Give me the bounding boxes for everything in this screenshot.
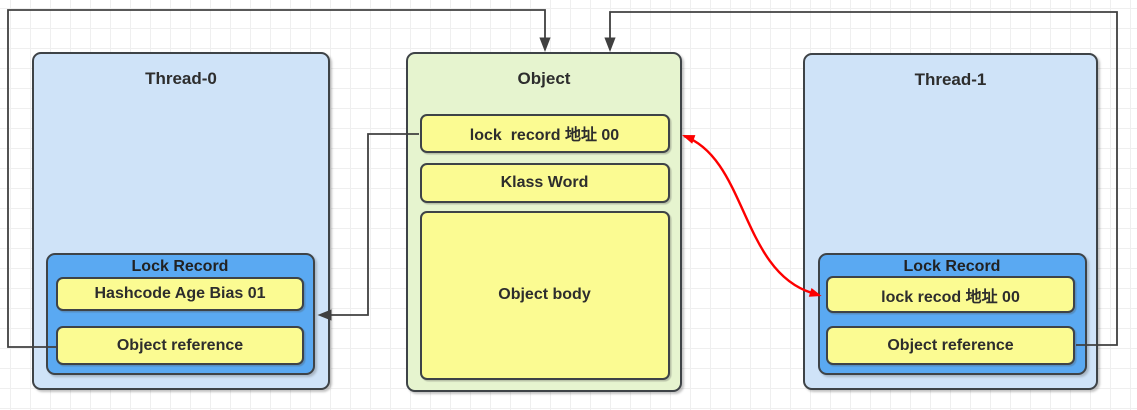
thread0-lock-record-box: Lock Record Hashcode Age Bias 01 Object … (45, 252, 315, 375)
object-box: Object lock record 地址 00 Klass Word Obje… (406, 52, 682, 392)
thread1-mark-word-cell: lock recod 地址 00 (826, 276, 1075, 313)
object-title: Object (517, 69, 571, 88)
object-klass-word-cell: Klass Word (419, 162, 670, 203)
thread0-title: Thread-0 (145, 69, 217, 88)
thread1-lock-record-box: Lock Record lock recod 地址 00 Object refe… (817, 252, 1087, 375)
arrow-down-into-object-left-icon (539, 37, 551, 52)
red-connector-object-to-thread1-lockrecord (682, 134, 822, 297)
arrow-down-into-object-right-icon (604, 37, 616, 52)
red-connector-curve (683, 134, 813, 295)
object-mark-word-cell: lock record 地址 00 (419, 113, 670, 153)
connector-object-markword-to-thread0-lockrecord (317, 133, 419, 321)
thread0-box: Thread-0 Lock Record Hashcode Age Bias 0… (32, 52, 330, 390)
thread1-object-reference-cell: Object reference (826, 326, 1075, 365)
thread1-box: Thread-1 Lock Record lock recod 地址 00 Ob… (803, 53, 1098, 390)
thread0-object-reference-cell: Object reference (56, 326, 304, 365)
red-arrowhead-left-icon (682, 135, 696, 144)
object-body-cell: Object body (419, 210, 670, 380)
thread0-mark-word-cell: Hashcode Age Bias 01 (56, 277, 304, 311)
thread1-lock-record-title: Lock Record (903, 257, 1001, 275)
thread1-title: Thread-1 (914, 70, 987, 89)
thread0-lock-record-title: Lock Record (131, 257, 229, 275)
